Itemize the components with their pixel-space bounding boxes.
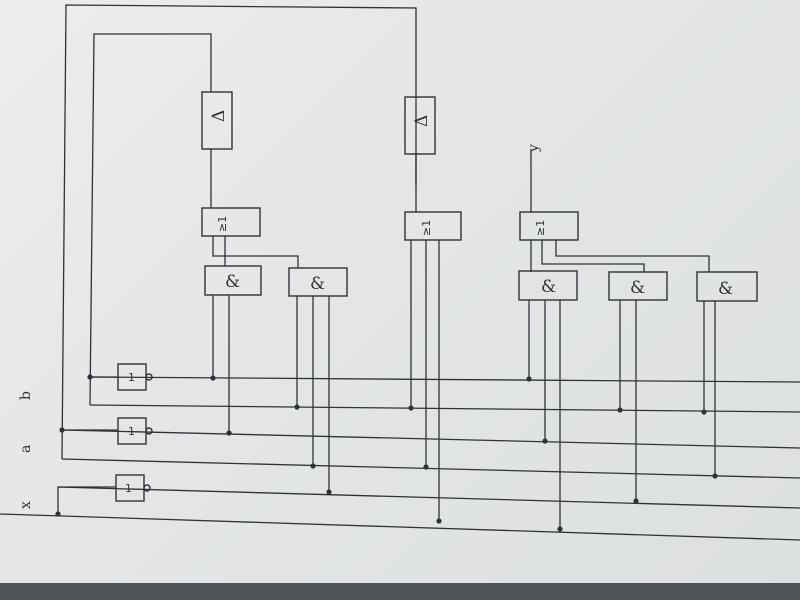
- bus-b-inverted: [89, 404, 800, 413]
- delay-block-2-label: Δ: [412, 115, 432, 127]
- or-gate-1-label: ≥1: [216, 216, 229, 232]
- or-gate-3-output: ≥1 y: [519, 144, 710, 272]
- and-gate-2: &: [288, 267, 348, 492]
- junction-dots: [55, 374, 718, 532]
- input-label-x: x: [18, 501, 34, 509]
- and-gate-5-label: &: [718, 279, 733, 299]
- bus-x-inverted: [0, 513, 800, 541]
- or-gate-1: ≥1: [201, 207, 299, 268]
- delay-block-1-label: Δ: [209, 110, 229, 122]
- delay-block-2: Δ: [404, 96, 436, 212]
- or-gate-3-label: ≥1: [534, 220, 547, 236]
- input-bus: [0, 376, 800, 541]
- bus-a-inverted: [61, 458, 800, 479]
- and-gate-5: &: [696, 271, 758, 476]
- and-gate-3: &: [518, 270, 578, 529]
- not-gate-b-label: 1: [128, 371, 135, 384]
- and-gate-3-label: &: [541, 277, 556, 297]
- and-gate-4: &: [608, 271, 668, 501]
- input-label-a: a: [18, 445, 34, 453]
- and-gate-4-label: &: [630, 278, 645, 298]
- not-gate-a: 1: [62, 417, 153, 445]
- table-edge: [0, 583, 800, 600]
- and-gate-1: &: [204, 265, 262, 433]
- and-gate-1-label: &: [225, 272, 240, 292]
- output-label-y: y: [526, 144, 542, 153]
- not-gate-x: 1: [115, 474, 151, 502]
- input-label-b: b: [18, 391, 34, 400]
- not-gate-a-label: 1: [128, 425, 135, 438]
- and-gate-2-label: &: [310, 274, 325, 294]
- not-gate-x-label: 1: [125, 482, 132, 495]
- or-gate-2-label: ≥1: [420, 220, 433, 236]
- bus-a: [61, 429, 800, 449]
- not-gate-b: 1: [90, 363, 153, 391]
- delay-block-1: Δ: [201, 91, 233, 208]
- bus-x: [57, 486, 800, 509]
- bus-b: [89, 376, 800, 383]
- or-gate-2: ≥1: [404, 211, 462, 521]
